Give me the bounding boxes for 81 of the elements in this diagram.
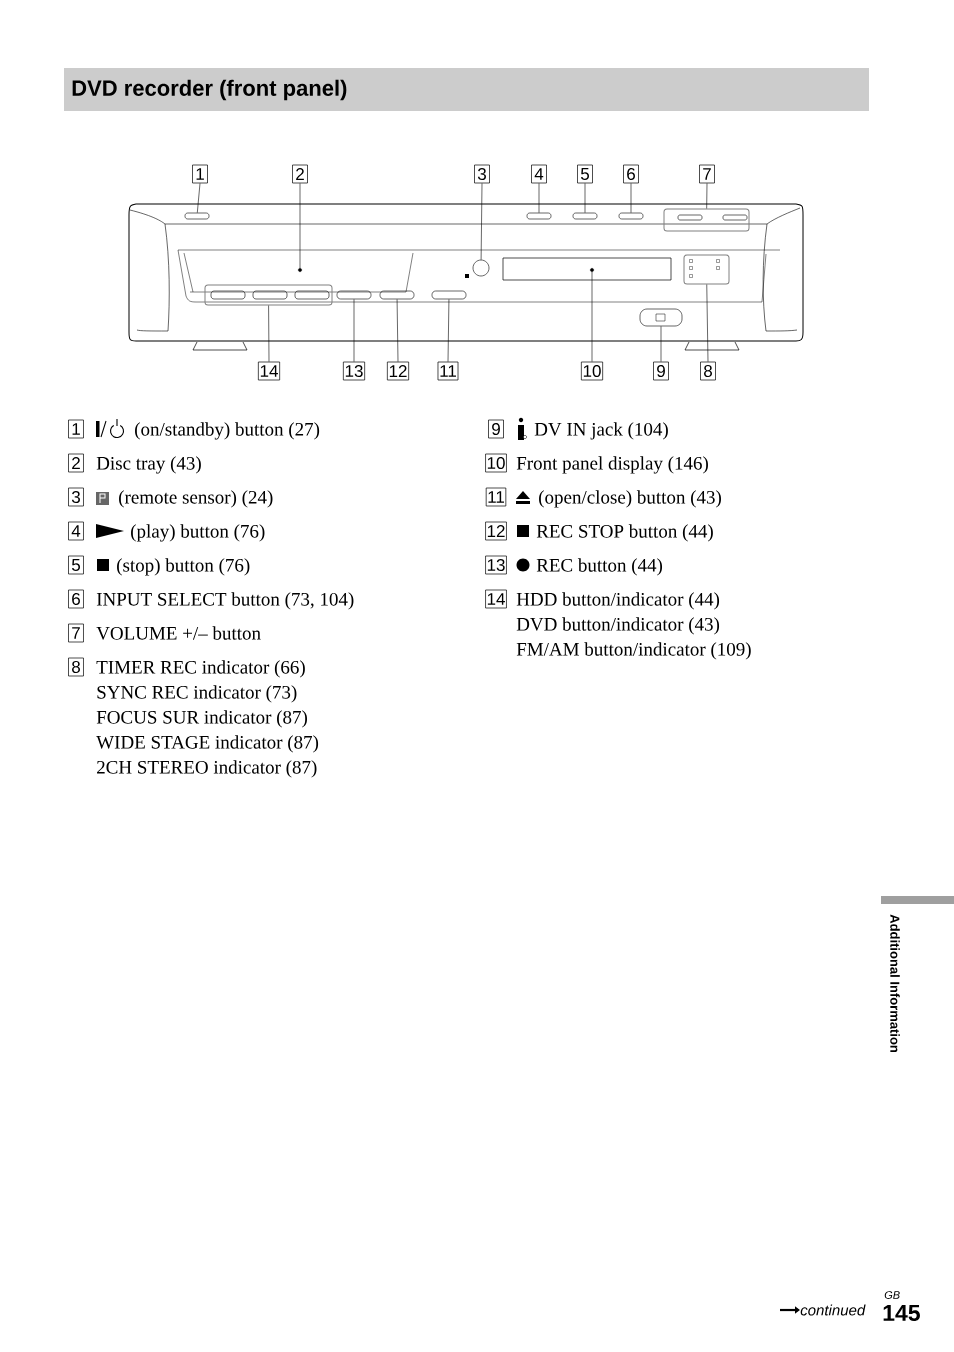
callout-number: 8: [700, 361, 716, 381]
item-number: 1: [68, 419, 84, 439]
button-group: [204, 284, 333, 306]
callout-number: 10: [581, 361, 603, 381]
item-number: 10: [485, 453, 507, 473]
power-button: [184, 212, 210, 220]
remote-sensor: [472, 259, 490, 277]
indicator-group: [683, 254, 730, 285]
item-description: FOCUS SUR indicator (87): [96, 710, 307, 728]
item-description: (remote sensor) (24): [119, 490, 273, 508]
item-description: HDD button/indicator (44): [516, 592, 720, 610]
leader-line: [447, 299, 450, 362]
item-number: 3: [68, 487, 84, 507]
leader-line: [584, 183, 586, 213]
leader-line: [706, 183, 708, 209]
item-number: 4: [68, 521, 84, 541]
item-number: 2: [68, 453, 84, 473]
leader-line: [630, 183, 632, 213]
item-description: REC button (44): [536, 558, 663, 576]
item-number: 9: [488, 419, 504, 439]
item-description: INPUT SELECT button (73, 104): [96, 592, 354, 610]
page-number: 145: [883, 1305, 920, 1322]
item-description: (on/standby) button (27): [135, 422, 320, 440]
leader-line: [268, 305, 270, 362]
item-number: 14: [485, 589, 507, 609]
continued-note: continued: [800, 1304, 866, 1316]
section-tab-label: Additional Information: [890, 914, 900, 1053]
item-description: (play) button (76): [131, 524, 265, 542]
item-description: DV IN jack (104): [534, 422, 668, 440]
leader-line: [706, 284, 709, 362]
callout-number: 13: [343, 361, 365, 381]
leader-line: [353, 299, 355, 362]
item-description: FM/AM button/indicator (109): [516, 642, 751, 660]
eject-button: [431, 290, 467, 300]
leader-line: [480, 183, 483, 260]
play-button: [526, 212, 552, 220]
title-band: DVD recorder (front panel): [64, 68, 869, 111]
tray-point: [298, 268, 302, 272]
item-number: 13: [485, 555, 507, 575]
callout-number: 11: [437, 361, 459, 381]
leader-line: [299, 183, 301, 269]
callout-number: 5: [577, 164, 593, 184]
item-number: 5: [68, 555, 84, 575]
item-number: 11: [485, 487, 507, 507]
leader-line: [660, 326, 662, 362]
item-description: VOLUME +/– button: [96, 626, 261, 640]
leader-line: [396, 299, 399, 362]
rec-button: [336, 290, 372, 300]
item-description: 2CH STEREO indicator (87): [97, 760, 317, 778]
callout-number: 2: [292, 164, 308, 184]
item-number: 8: [68, 657, 84, 677]
callout-number: 12: [387, 361, 409, 381]
item-number: 7: [68, 623, 84, 643]
input-select-button: [618, 212, 644, 220]
item-number: 6: [68, 589, 84, 609]
display-point: [590, 268, 594, 272]
language-code: GB: [884, 1291, 900, 1299]
callout-number: 1: [192, 164, 208, 184]
item-description: TIMER REC indicator (66): [96, 660, 305, 678]
callout-number: 3: [474, 164, 490, 184]
item-description: Front panel display (146): [516, 456, 708, 474]
item-description: DVD button/indicator (43): [516, 617, 720, 635]
volume-button-group: [663, 208, 750, 232]
leader-line: [197, 183, 201, 213]
item-description: WIDE STAGE indicator (87): [96, 735, 319, 753]
stop-button: [572, 212, 598, 220]
leader-line: [538, 183, 540, 213]
leader-line: [591, 271, 593, 362]
item-description: (stop) button (76): [117, 558, 250, 576]
dv-jack: [639, 308, 683, 327]
item-description: Disc tray (43): [96, 456, 201, 474]
item-number: 12: [485, 521, 507, 541]
callout-number: 14: [258, 361, 280, 381]
callout-number: 9: [653, 361, 669, 381]
callout-number: 4: [531, 164, 547, 184]
callout-number: 6: [623, 164, 639, 184]
item-description: REC STOP button (44): [536, 524, 713, 542]
callout-number: 7: [699, 164, 715, 184]
item-description: SYNC REC indicator (73): [97, 685, 297, 703]
rec-stop-button: [379, 290, 415, 300]
item-description: (open/close) button (43): [539, 490, 721, 508]
